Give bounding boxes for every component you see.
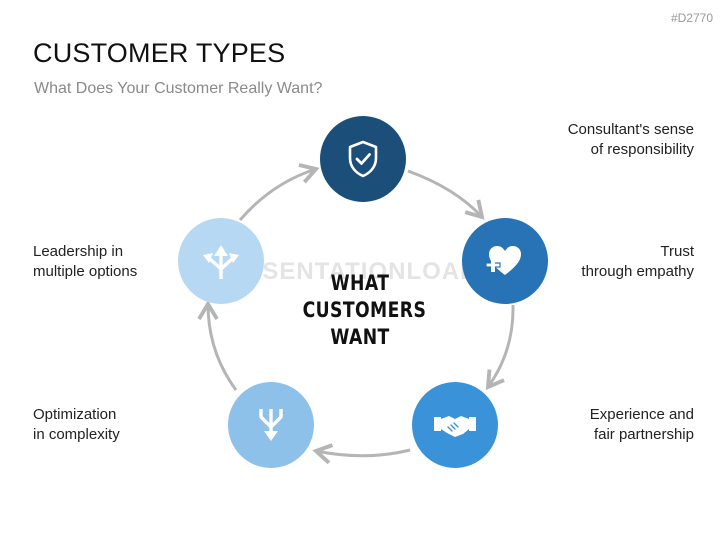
label-line: Optimization bbox=[33, 406, 117, 423]
heart-plus-icon bbox=[485, 246, 521, 275]
label-trust: Trust through empathy bbox=[581, 242, 694, 282]
arrow-right-to-bottom-right bbox=[485, 304, 515, 391]
shield-check-icon bbox=[348, 140, 378, 178]
label-line: Consultant's sense bbox=[567, 121, 694, 138]
handshake-icon bbox=[434, 416, 476, 437]
label-leadership: Leadership in multiple options bbox=[33, 242, 137, 282]
center-line-2: CUSTOMERS bbox=[302, 298, 427, 322]
label-line: fair partnership bbox=[593, 426, 694, 443]
page-subtitle: What Does Your Customer Really Want? bbox=[34, 80, 323, 97]
label-line: Trust bbox=[660, 243, 694, 260]
document-code: #D2770 bbox=[670, 11, 713, 25]
label-consultant: Consultant's sense of responsibility bbox=[568, 120, 694, 160]
label-line: multiple options bbox=[33, 263, 138, 280]
node-split bbox=[178, 218, 264, 304]
node-shield bbox=[320, 116, 406, 202]
label-line: through empathy bbox=[581, 263, 694, 280]
center-line-1: WHAT bbox=[330, 271, 390, 295]
arrow-bottom-left-to-left bbox=[197, 300, 238, 391]
label-optimization: Optimization in complexity bbox=[33, 405, 120, 445]
label-line: Experience and bbox=[589, 406, 694, 423]
arrow-top-to-right bbox=[407, 169, 485, 220]
node-handshake bbox=[412, 382, 498, 468]
label-line: Leadership in bbox=[33, 243, 124, 260]
split-arrows-icon bbox=[203, 245, 239, 279]
page-title: CUSTOMER TYPES bbox=[33, 38, 286, 68]
label-experience: Experience and fair partnership bbox=[590, 405, 694, 445]
label-line: of responsibility bbox=[590, 141, 694, 158]
center-heading: WHAT CUSTOMERS WANT bbox=[302, 270, 427, 351]
label-line: in complexity bbox=[33, 426, 120, 443]
merge-arrows-icon bbox=[259, 409, 283, 441]
node-heart bbox=[462, 218, 548, 304]
arrow-bottom-right-to-bottom-left bbox=[312, 443, 411, 465]
arrow-left-to-top bbox=[238, 163, 320, 221]
node-merge bbox=[228, 382, 314, 468]
center-line-3: WANT bbox=[330, 325, 390, 349]
